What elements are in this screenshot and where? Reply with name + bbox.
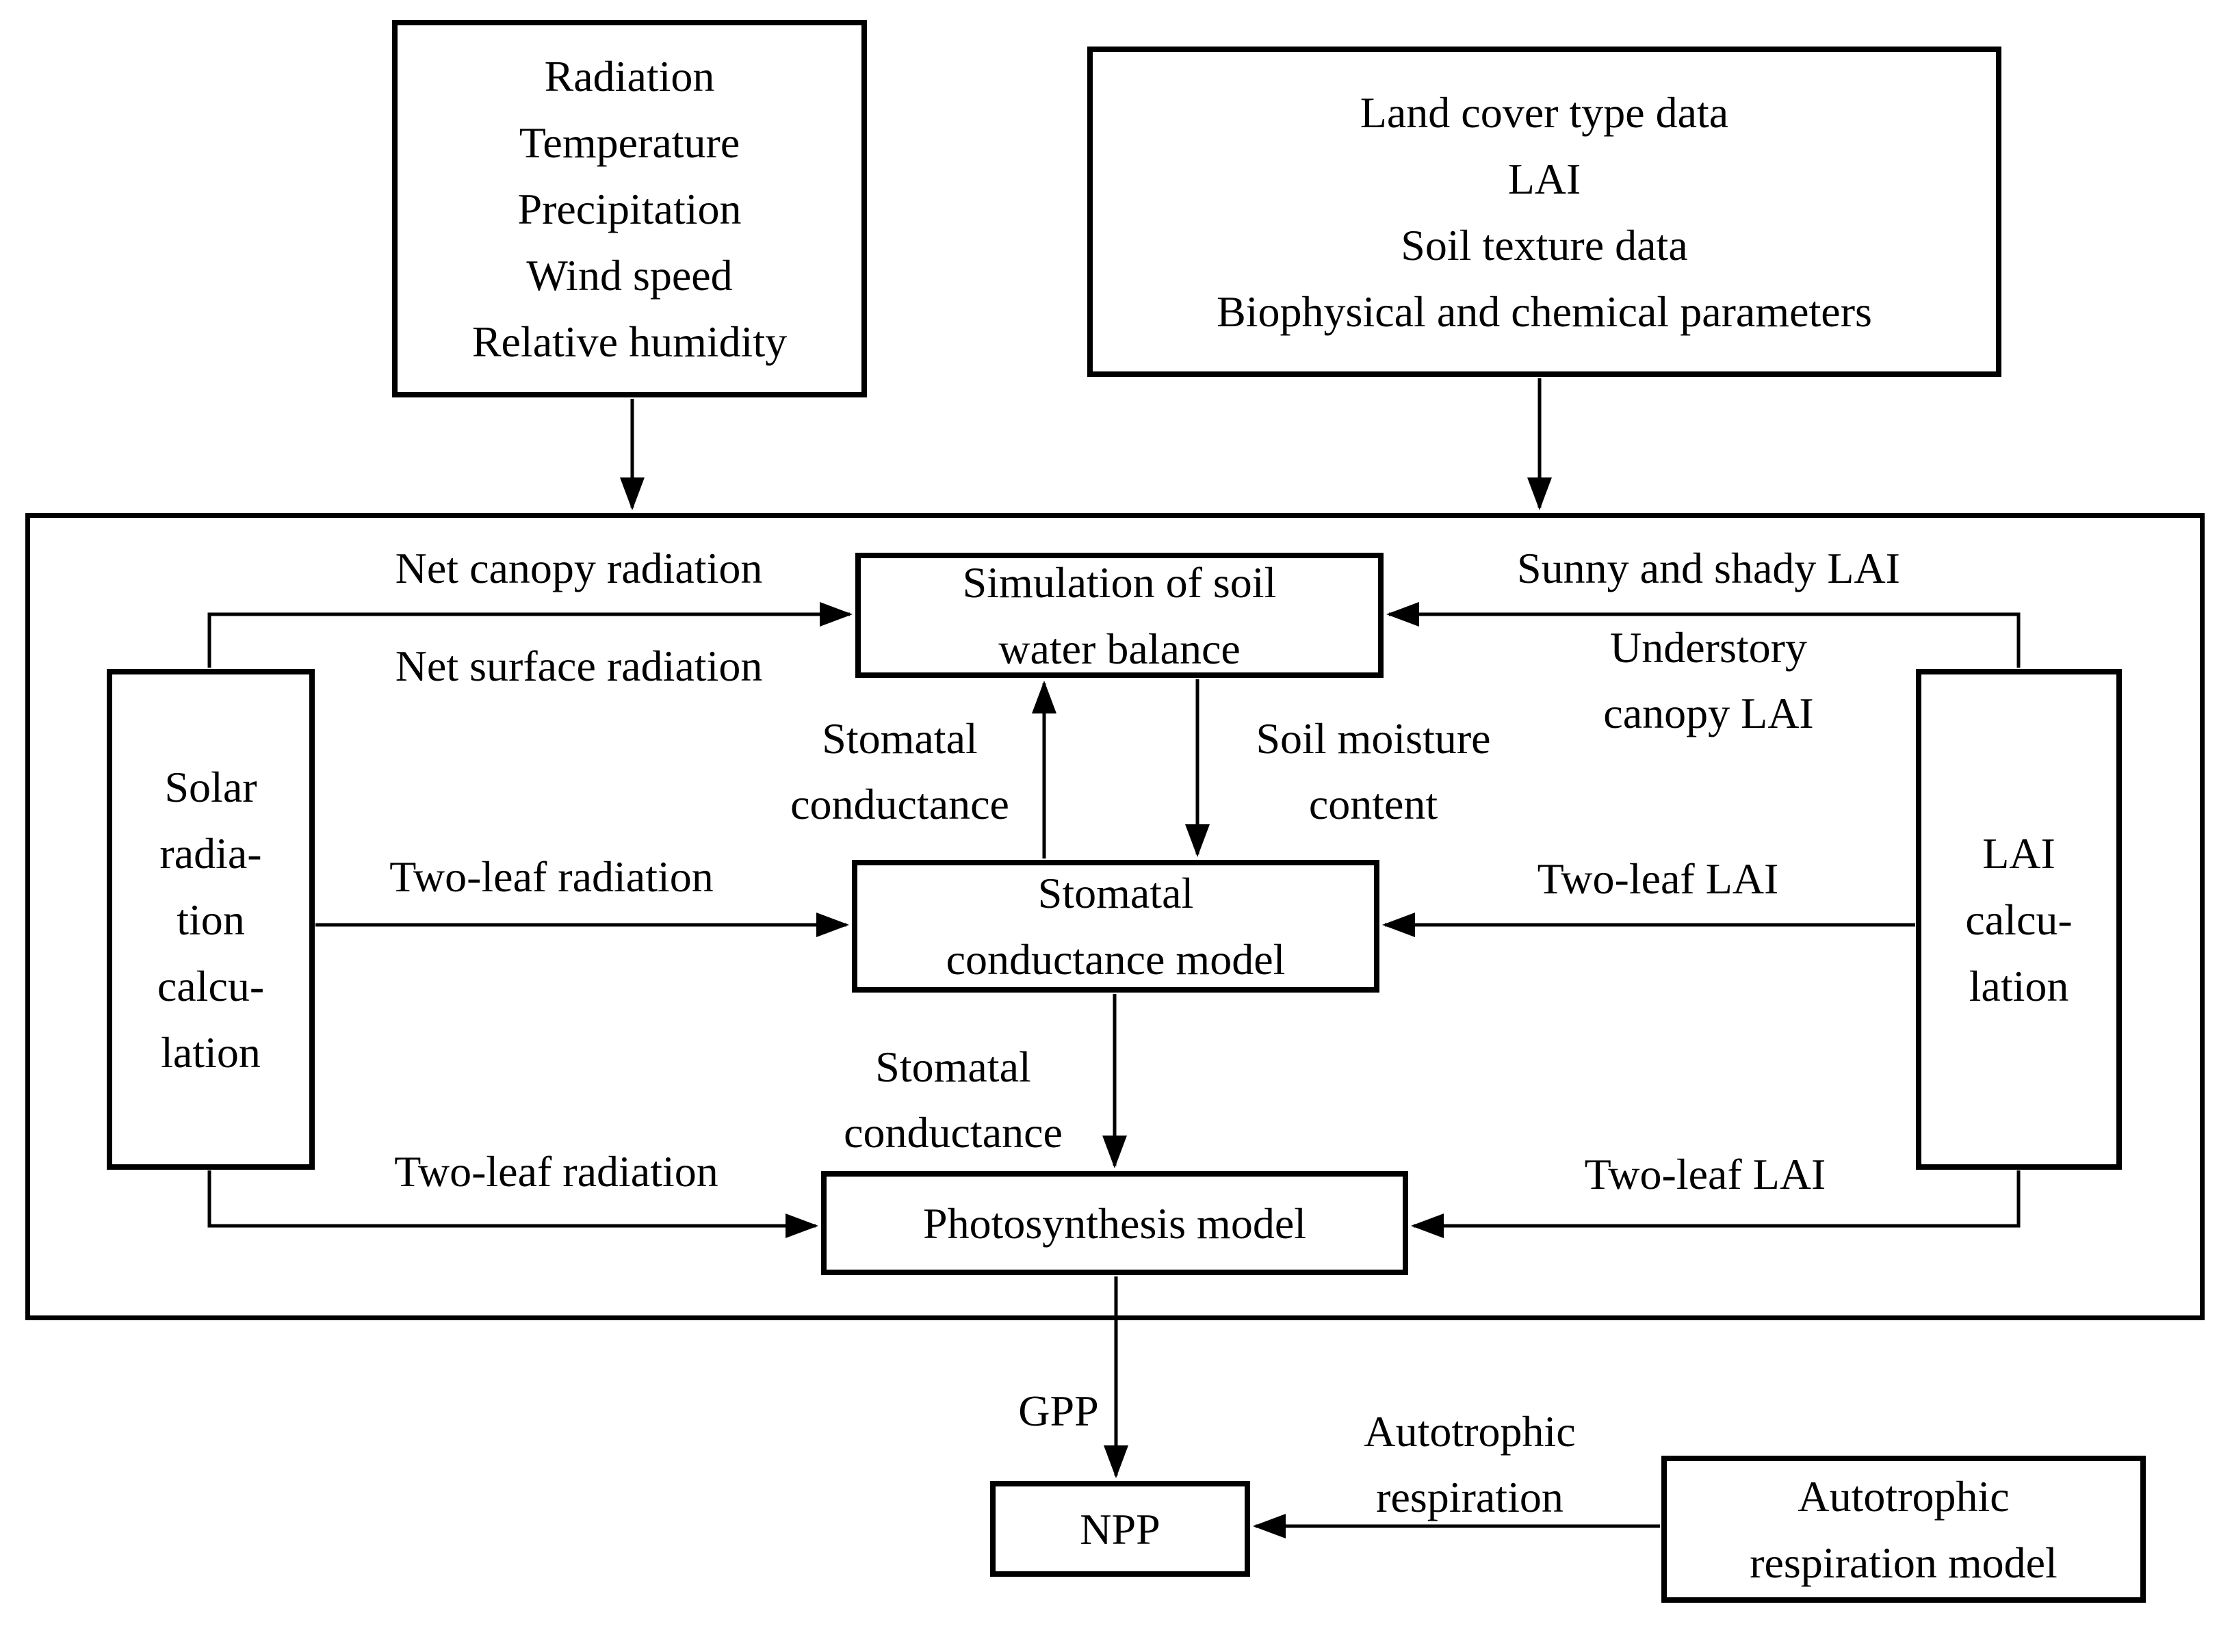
stomatal-conductance-up-label: Stomatal conductance — [790, 706, 1009, 837]
box-text-line: Autotrophic — [1798, 1471, 2010, 1521]
box-text-line: Relative humidity — [471, 317, 788, 366]
box-text-line: Wind speed — [526, 250, 733, 300]
box-text-line: Land cover type data — [1360, 88, 1729, 137]
stomatal-conductance-model-box: Stomatal conductance model — [852, 860, 1379, 993]
box-text-line: lation — [161, 1027, 261, 1077]
lai-calculation-box: LAI calcu- lation — [1916, 669, 2122, 1170]
label-text-line: canopy LAI — [1603, 689, 1814, 737]
box-text-line: Photosynthesis model — [922, 1198, 1307, 1248]
net-canopy-radiation-label: Net canopy radiation — [395, 536, 763, 601]
box-text-line: radia- — [159, 828, 262, 878]
label-text-line: content — [1308, 780, 1438, 828]
box-text-line: conductance model — [946, 935, 1286, 984]
npp-box: NPP — [990, 1481, 1250, 1577]
solar-radiation-calculation-box: Solar radia- tion calcu- lation — [107, 669, 315, 1170]
weather-inputs-box: Radiation Temperature Precipitation Wind… — [392, 20, 867, 397]
label-text-line: Net surface radiation — [395, 642, 763, 690]
understory-canopy-lai-label: Understory canopy LAI — [1603, 615, 1813, 746]
label-text-line: Two-leaf radiation — [389, 852, 714, 901]
stomatal-conductance-down-label: Stomatal conductance — [844, 1034, 1063, 1166]
net-surface-radiation-label: Net surface radiation — [395, 633, 763, 699]
two-leaf-lai-low-label: Two-leaf LAI — [1585, 1142, 1826, 1207]
label-text-line: Sunny and shady LAI — [1517, 544, 1900, 592]
sunny-shady-lai-label: Sunny and shady LAI — [1517, 536, 1900, 601]
box-text-line: Soil texture data — [1401, 220, 1688, 270]
box-text-line: LAI — [1507, 154, 1581, 203]
box-text-line: lation — [1969, 961, 2069, 1010]
box-text-line: Biophysical and chemical parameters — [1217, 287, 1872, 336]
box-text-line: Precipitation — [517, 184, 742, 233]
two-leaf-radiation-low-label: Two-leaf radiation — [394, 1139, 718, 1205]
autotrophic-respiration-model-box: Autotrophic respiration model — [1661, 1456, 2146, 1603]
label-text-line: Autotrophic — [1364, 1407, 1576, 1456]
label-text-line: conductance — [844, 1108, 1063, 1157]
box-text-line: water balance — [998, 624, 1241, 673]
box-text-line: Stomatal — [1037, 869, 1194, 917]
box-text-line: Temperature — [519, 118, 740, 167]
box-text-line: respiration model — [1750, 1538, 2058, 1587]
label-text-line: Net canopy radiation — [395, 544, 763, 592]
gpp-label: GPP — [1018, 1378, 1098, 1444]
box-text-line: tion — [177, 895, 245, 944]
two-leaf-lai-mid-label: Two-leaf LAI — [1537, 846, 1779, 912]
box-text-line: LAI — [1982, 828, 2055, 878]
label-text-line: Understory — [1610, 623, 1807, 672]
label-text-line: Two-leaf radiation — [394, 1147, 718, 1196]
box-text-line: NPP — [1080, 1504, 1160, 1553]
box-text-line: Simulation of soil — [962, 558, 1277, 607]
photosynthesis-model-box: Photosynthesis model — [821, 1171, 1408, 1275]
label-text-line: Two-leaf LAI — [1584, 1150, 1826, 1198]
soil-water-balance-box: Simulation of soil water balance — [855, 553, 1384, 678]
box-text-line: calcu- — [1965, 895, 2073, 944]
box-text-line: Solar — [164, 762, 257, 811]
label-text-line: Two-leaf LAI — [1537, 854, 1779, 903]
label-text-line: Stomatal — [822, 714, 978, 763]
box-text-line: Radiation — [544, 51, 715, 101]
soil-moisture-content-label: Soil moisture content — [1256, 706, 1490, 837]
box-text-line: calcu- — [157, 961, 265, 1010]
label-text-line: respiration — [1376, 1473, 1563, 1521]
autotrophic-respiration-label: Autotrophic respiration — [1364, 1399, 1575, 1530]
label-text-line: Soil moisture — [1256, 714, 1491, 763]
two-leaf-radiation-mid-label: Two-leaf radiation — [389, 844, 714, 910]
label-text-line: GPP — [1018, 1387, 1099, 1435]
label-text-line: Stomatal — [875, 1043, 1031, 1091]
label-text-line: conductance — [790, 780, 1009, 828]
landcover-inputs-box: Land cover type data LAI Soil texture da… — [1087, 47, 2001, 377]
